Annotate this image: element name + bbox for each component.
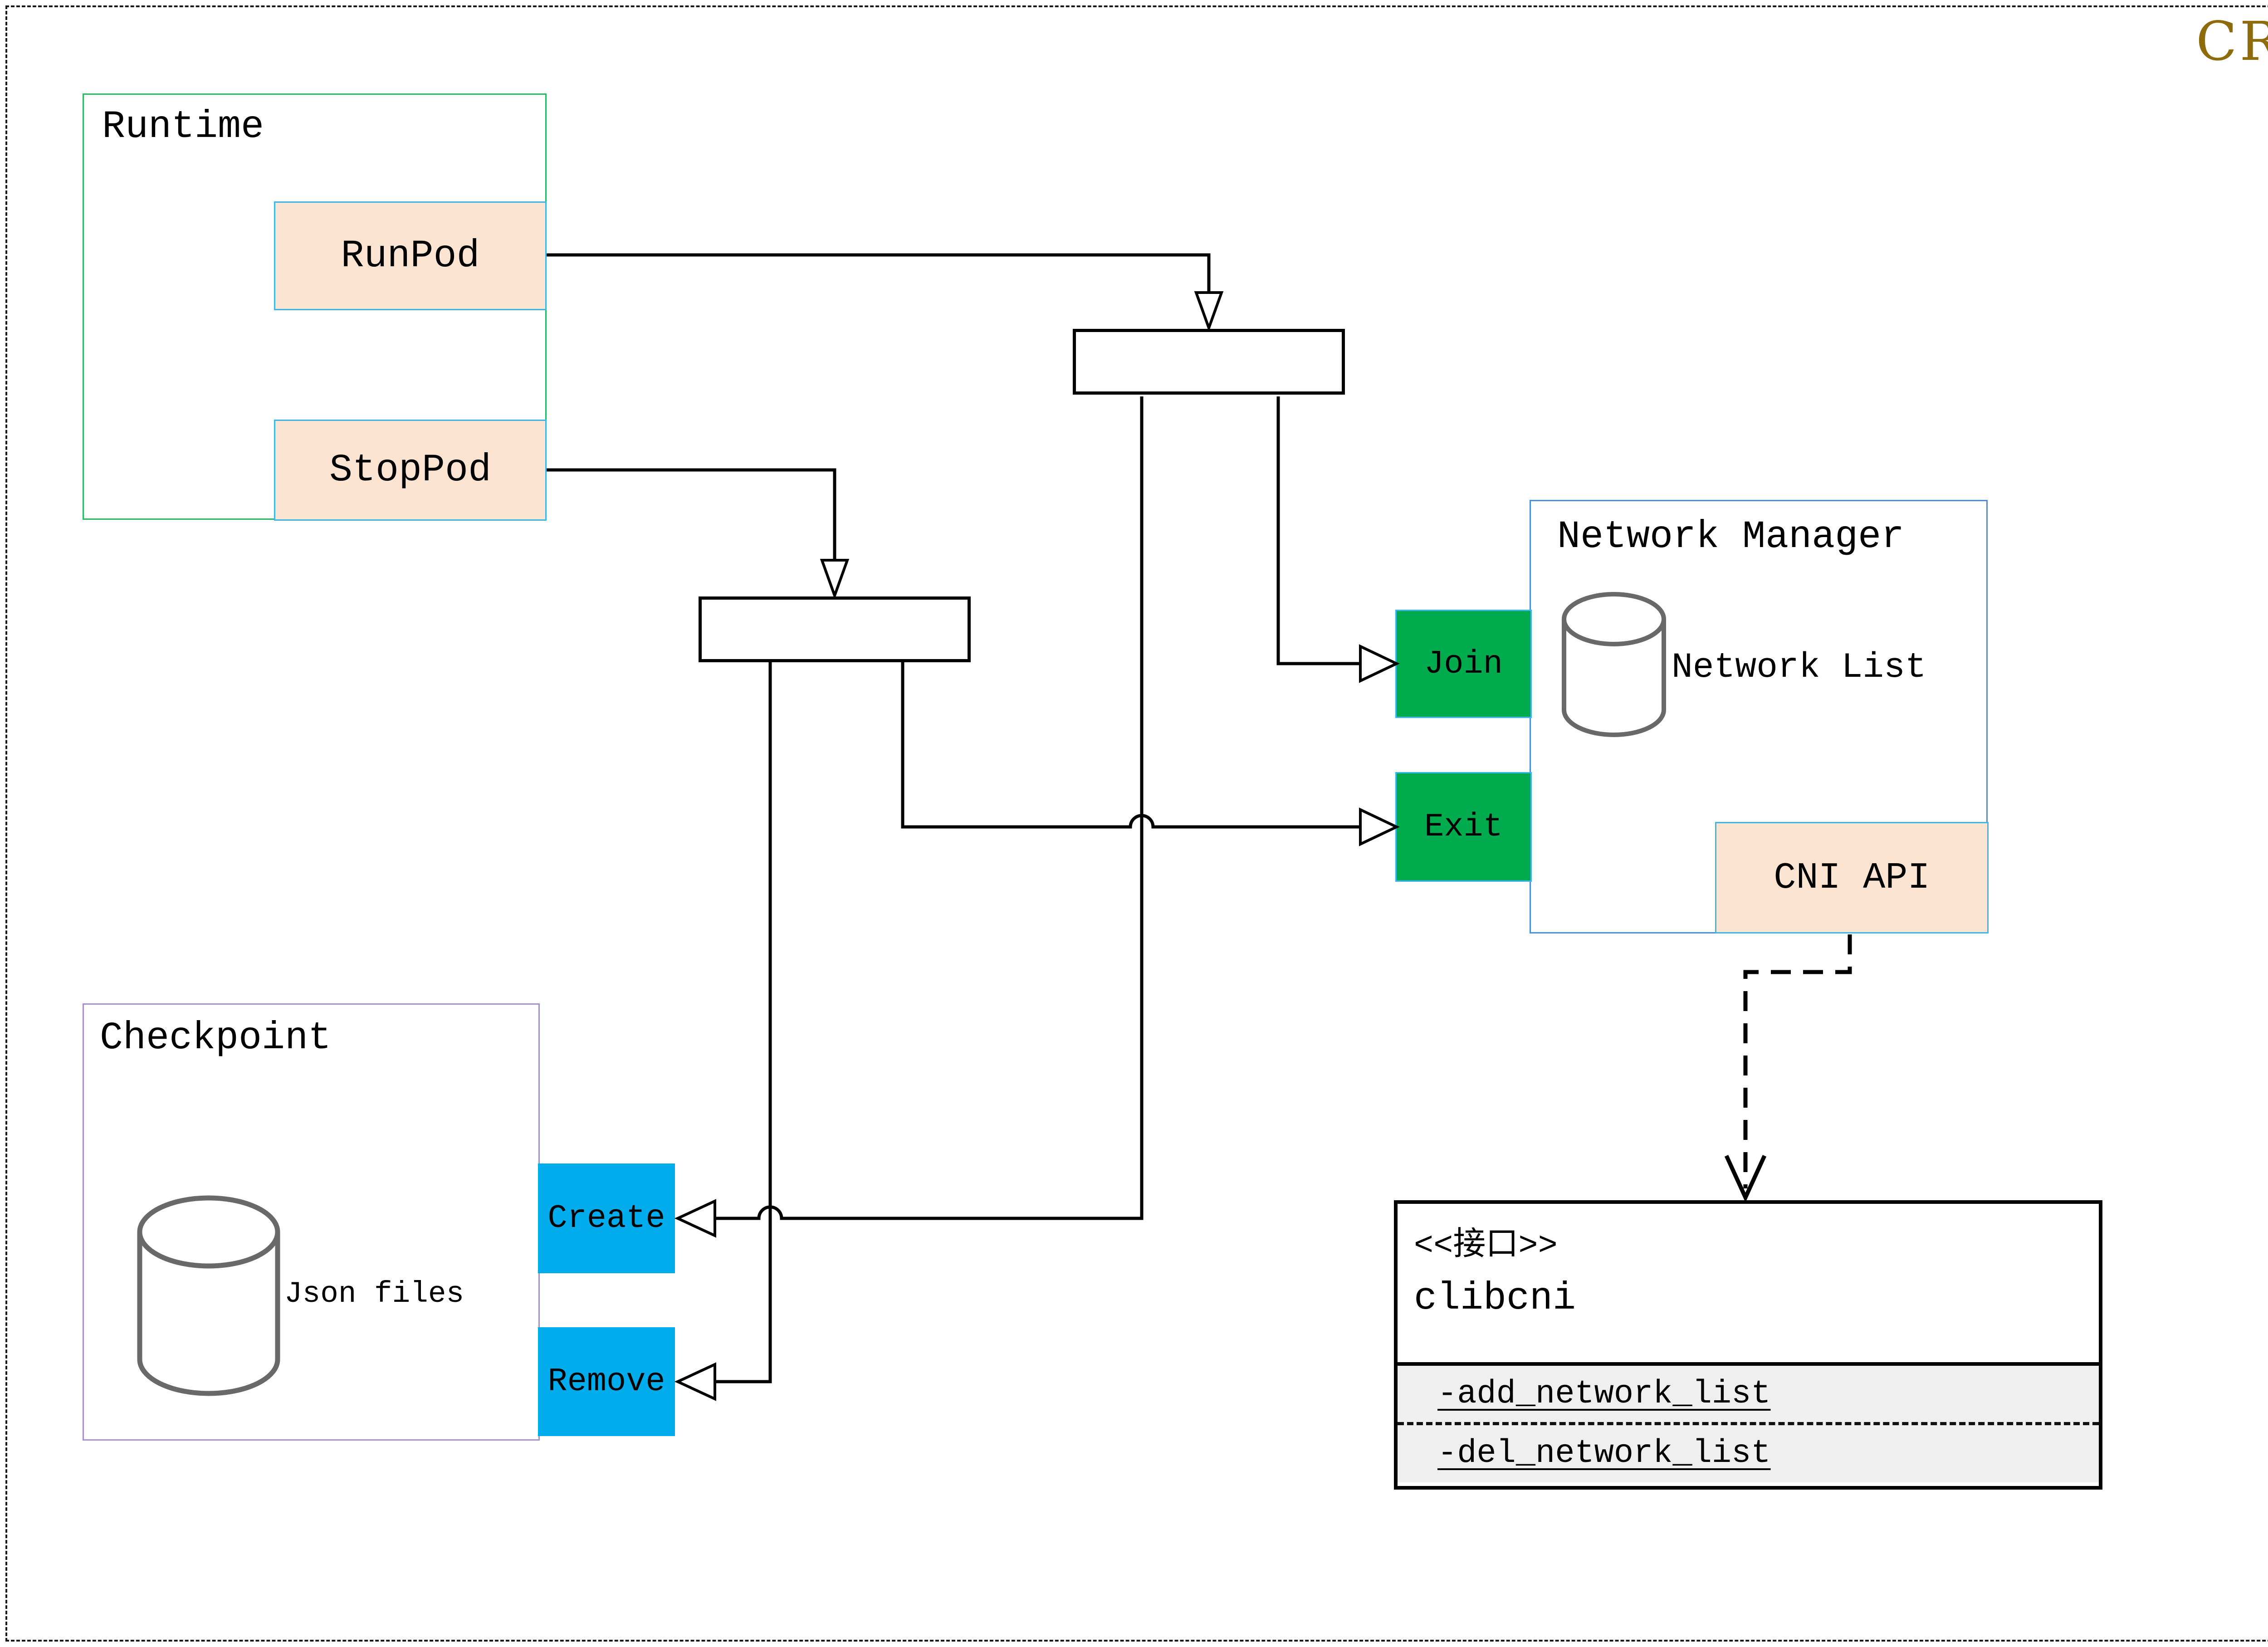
create-label: Create <box>547 1200 665 1237</box>
network-list-label: Network List <box>1672 648 1926 688</box>
clibcni-interface-box: <<接口>> clibcni -add_network_list -del_ne… <box>1394 1200 2102 1490</box>
checkpoint-container: Checkpoint <box>83 1003 540 1441</box>
exit-node: Exit <box>1395 772 1532 882</box>
stoppod-to-junction-line <box>547 468 836 559</box>
clibcni-title-section: <<接口>> clibcni <box>1398 1204 2099 1366</box>
arrow-left-icon <box>674 1199 716 1238</box>
junction1-to-create-line <box>715 396 1144 1220</box>
runtime-title: Runtime <box>102 105 264 149</box>
runpod-to-junction-line <box>547 253 1211 292</box>
arrow-down-icon <box>1194 291 1224 332</box>
runpod-node: RunPod <box>274 201 547 310</box>
junction-box-runpod <box>1073 329 1345 395</box>
clibcni-method-del: -del_network_list <box>1437 1435 1771 1472</box>
arrow-left-icon <box>674 1362 716 1401</box>
network-manager-title: Network Manager <box>1557 515 1905 559</box>
cni-api-label: CNI API <box>1774 856 1930 899</box>
junction1-to-join-line <box>1276 396 1360 665</box>
arrow-down-icon <box>820 559 850 600</box>
join-node: Join <box>1395 610 1532 718</box>
junction-box-stoppod <box>699 596 971 662</box>
json-files-label: Json files <box>284 1277 464 1311</box>
exit-label: Exit <box>1424 808 1503 845</box>
join-label: Join <box>1424 645 1503 683</box>
clibcni-methods-section: -add_network_list -del_network_list <box>1398 1366 2099 1482</box>
open-arrow-down-icon <box>1724 1155 1767 1202</box>
cni-api-node: CNI API <box>1715 822 1989 933</box>
arrow-right-icon <box>1359 807 1400 846</box>
stoppod-node: StopPod <box>274 420 547 521</box>
remove-label: Remove <box>547 1363 665 1400</box>
clibcni-stereotype: <<接口>> <box>1414 1227 1558 1265</box>
junction2-to-remove-line <box>715 661 772 1383</box>
stoppod-label: StopPod <box>329 448 492 492</box>
remove-node: Remove <box>538 1327 675 1436</box>
clibcni-method-add: -add_network_list <box>1437 1375 1771 1412</box>
clibcni-method-divider <box>1398 1422 2099 1425</box>
arrow-right-icon <box>1359 644 1400 683</box>
checkpoint-title: Checkpoint <box>100 1016 332 1060</box>
runpod-label: RunPod <box>341 234 480 278</box>
cri-title: CRI <box>2196 10 2268 73</box>
cni-to-clibcni-dashed-line <box>1743 934 1852 1188</box>
create-node: Create <box>538 1163 675 1273</box>
clibcni-name: clibcni <box>1414 1276 1576 1320</box>
junction2-to-exit-line <box>901 661 1360 829</box>
